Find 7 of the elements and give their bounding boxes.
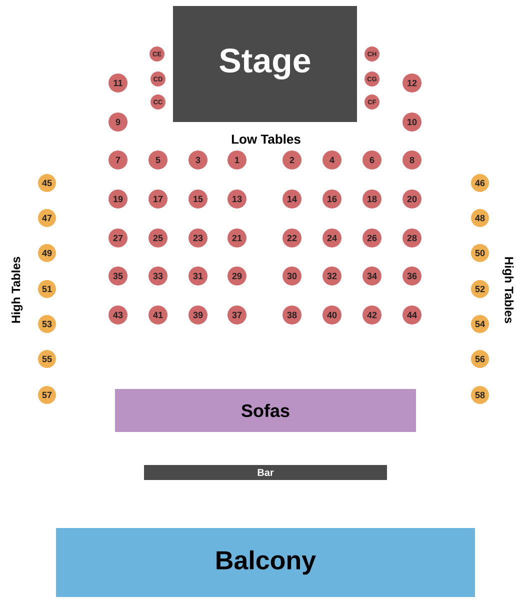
section-label: Low Tables [232,134,300,144]
section-label: High Tables [502,257,514,324]
sofa-area: Sofas [115,389,416,432]
bar-counter: Bar [144,465,387,480]
section-label: High Tables [11,256,23,323]
stage-block: Stage [173,6,357,122]
balcony-area: Balcony [56,528,475,597]
